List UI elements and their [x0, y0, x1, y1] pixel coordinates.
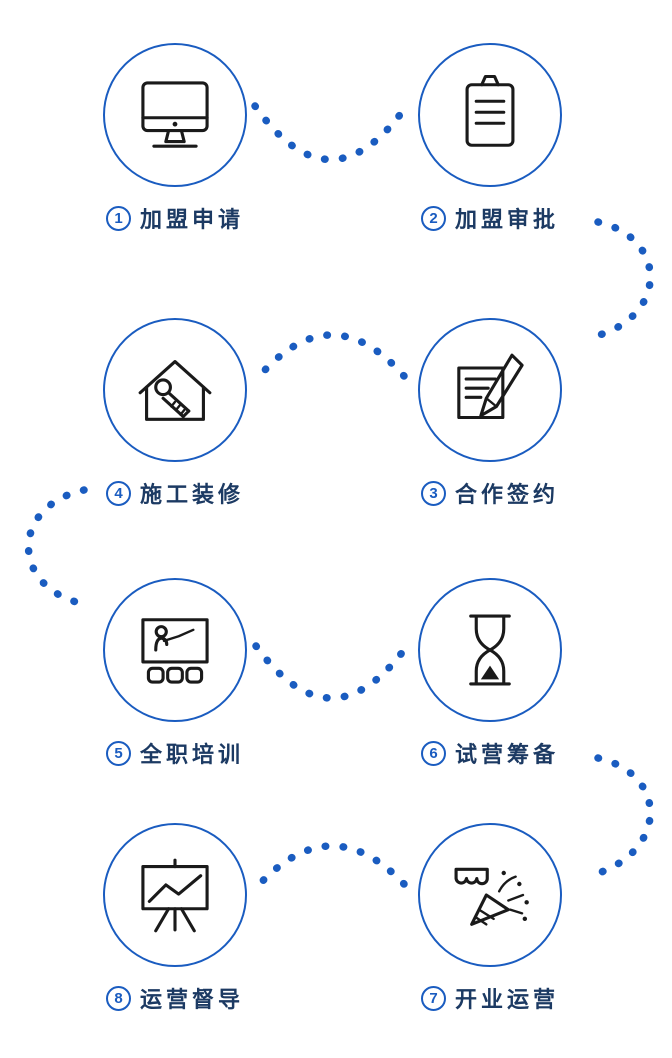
step-8: 8 运营督导 — [103, 823, 247, 1014]
step-number-badge: 3 — [420, 480, 446, 506]
step-6: 6 试营筹备 — [418, 578, 562, 769]
connector-6-7 — [592, 754, 654, 878]
step-label-text: 加盟审批 — [454, 207, 559, 232]
step-number-badge: 7 — [420, 985, 446, 1011]
connector-5-6 — [252, 642, 408, 702]
connector-2-3 — [592, 218, 654, 340]
connector-7-8 — [252, 842, 408, 892]
step-label-text: 合作签约 — [454, 482, 559, 507]
connector-4-5 — [24, 486, 88, 608]
step-4-circle — [103, 318, 247, 462]
connector-3-4 — [252, 331, 408, 384]
step-label-text: 开业运营 — [454, 987, 559, 1012]
step-1-label: 1 加盟申请 — [105, 202, 244, 234]
step-number-badge: 2 — [420, 205, 446, 231]
step-8-circle — [103, 823, 247, 967]
computer-icon — [141, 81, 209, 148]
step-5-label: 5 全职培训 — [105, 737, 244, 769]
step-label-text: 运营督导 — [139, 987, 244, 1012]
clipboard-icon — [465, 74, 515, 147]
step-number-badge: 8 — [105, 985, 131, 1011]
step-3-circle — [418, 318, 562, 462]
training-presentation-icon — [141, 618, 209, 684]
step-6-circle — [418, 578, 562, 722]
step-7-circle — [418, 823, 562, 967]
step-3-label: 3 合作签约 — [420, 477, 559, 509]
step-label-text: 全职培训 — [139, 742, 244, 767]
step-3: 3 合作签约 — [418, 318, 562, 509]
step-2-circle — [418, 43, 562, 187]
step-5: 5 全职培训 — [103, 578, 247, 769]
step-7: 7 开业运营 — [418, 823, 562, 1014]
celebration-icon — [454, 867, 529, 926]
step-number-badge: 6 — [420, 740, 446, 766]
hourglass-icon — [469, 614, 511, 686]
step-number-badge: 4 — [105, 480, 131, 506]
step-7-label: 7 开业运营 — [420, 982, 559, 1014]
step-label-text: 施工装修 — [139, 482, 244, 507]
step-8-label: 8 运营督导 — [105, 982, 244, 1014]
step-5-circle — [103, 578, 247, 722]
step-number-badge: 1 — [105, 205, 131, 231]
step-6-label: 6 试营筹备 — [420, 737, 559, 769]
step-label-text: 加盟申请 — [139, 207, 244, 232]
contract-signing-icon — [457, 353, 524, 420]
step-number-badge: 5 — [105, 740, 131, 766]
step-4-label: 4 施工装修 — [105, 477, 244, 509]
chart-easel-icon — [141, 858, 209, 933]
step-2-label: 2 加盟审批 — [420, 202, 559, 234]
house-renovation-icon — [138, 360, 212, 421]
step-1-circle — [103, 43, 247, 187]
step-label-text: 试营筹备 — [454, 742, 559, 767]
step-2: 2 加盟审批 — [418, 43, 562, 234]
connector-1-2 — [251, 102, 409, 164]
step-4: 4 施工装修 — [103, 318, 247, 509]
step-1: 1 加盟申请 — [103, 43, 247, 234]
